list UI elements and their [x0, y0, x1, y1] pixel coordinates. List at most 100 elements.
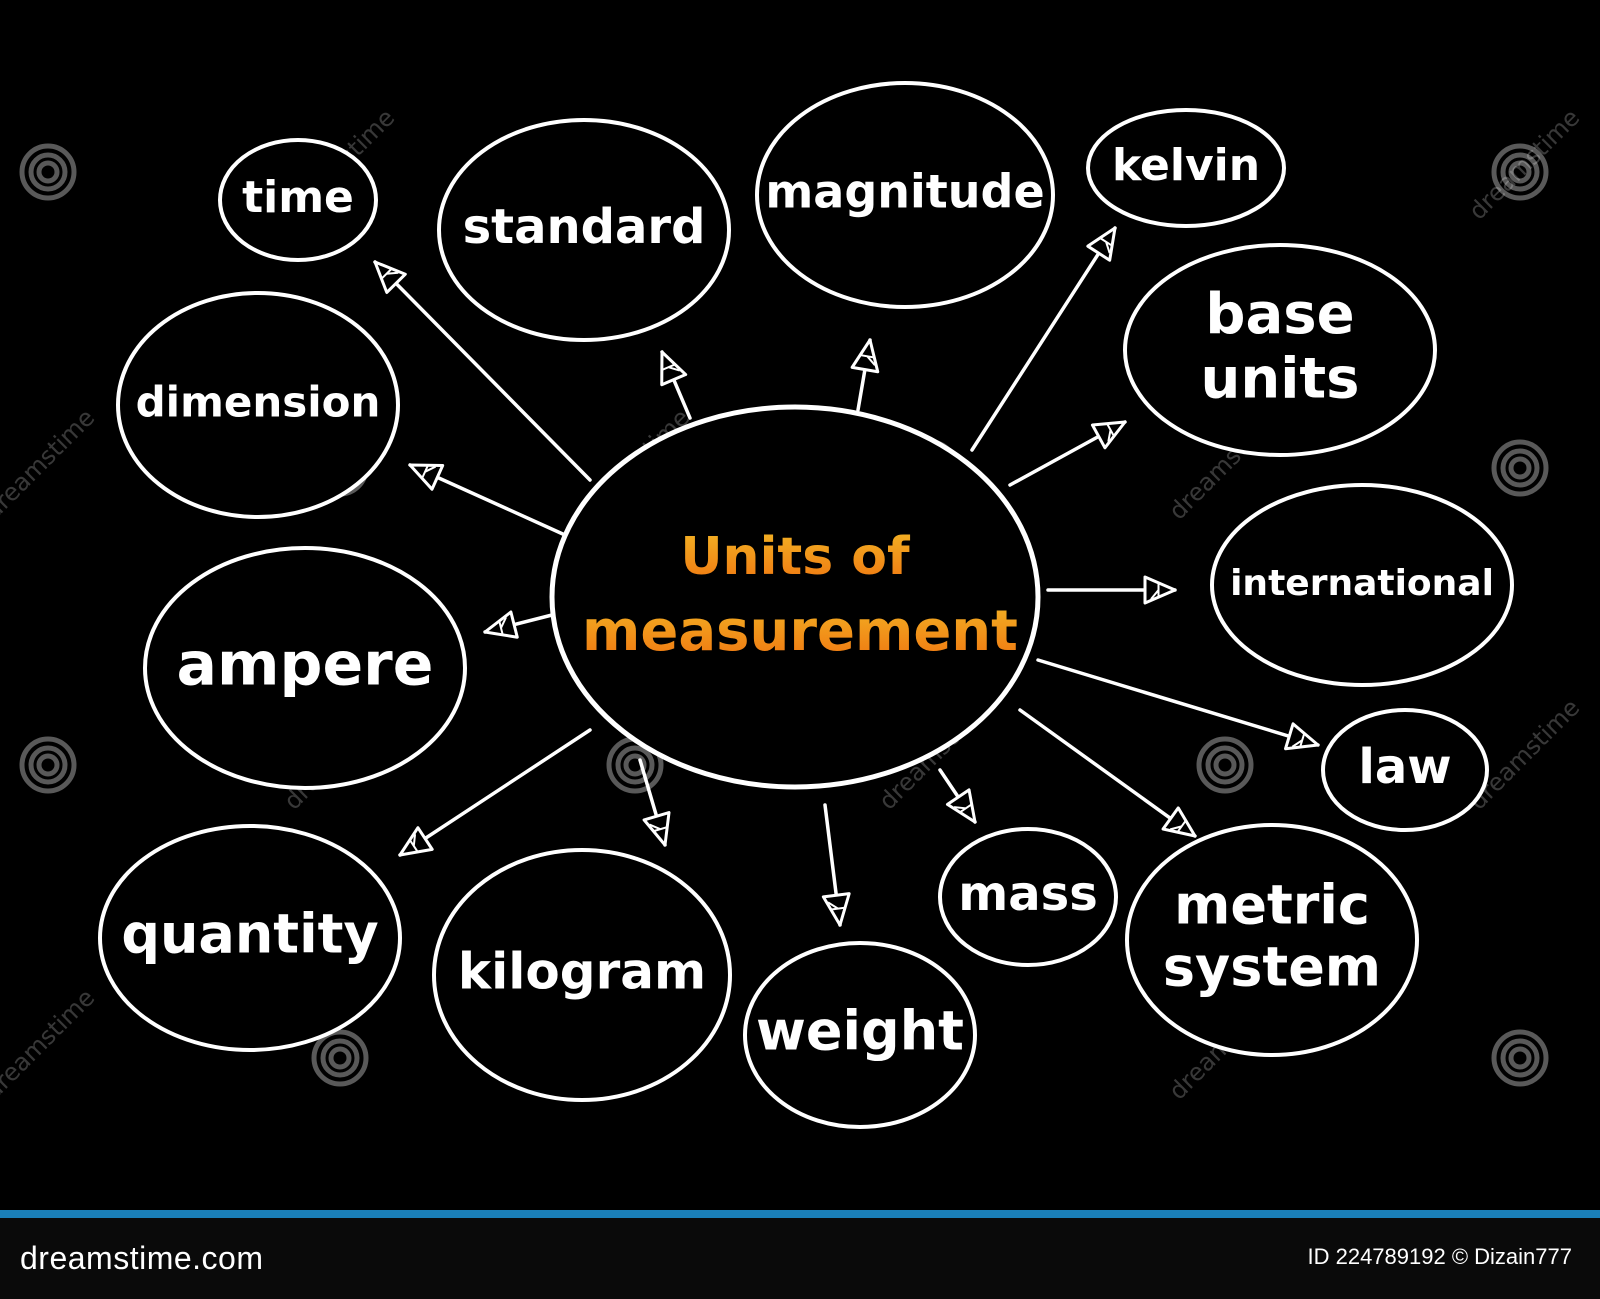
node-base-units-label-1: units: [1200, 346, 1359, 411]
node-kelvin-label-0: kelvin: [1112, 140, 1260, 191]
connector-standard-arrow-hatch: [660, 363, 681, 372]
node-law-ellipse: [1321, 708, 1489, 832]
node-international: international: [1210, 483, 1514, 687]
connector-magnitude: [850, 338, 880, 412]
node-ampere-ellipse: [143, 546, 467, 790]
connector-dimension-arrow-hatch: [420, 464, 437, 480]
footer-brand[interactable]: dreamstime.com: [20, 1240, 264, 1276]
watermark-spiral-icon: [311, 1029, 369, 1087]
connector-international-arrowhead: [1143, 575, 1177, 605]
watermark-spiral-ring: [328, 1046, 352, 1070]
watermark-spiral-ring: [1508, 160, 1532, 184]
watermark-spiral-ring: [1500, 152, 1540, 192]
watermark-spiral-ring: [1491, 439, 1549, 497]
watermark-text: dreamstime: [0, 983, 100, 1105]
node-kilogram-ellipse: [432, 848, 732, 1102]
connector-line-kelvin: [970, 226, 1117, 452]
node-magnitude: magnitude: [755, 81, 1055, 309]
node-mass-label-0: mass: [958, 866, 1098, 922]
center-title-line1: Units of: [680, 527, 911, 587]
node-magnitude-ellipse: [755, 81, 1055, 309]
watermark-spiral-ring: [1508, 1046, 1532, 1070]
watermark-spiral-ring: [615, 745, 655, 785]
node-international-ellipse: [1210, 483, 1514, 687]
connector-magnitude-arrow-hatch: [859, 353, 876, 366]
node-standard: standard: [437, 118, 731, 342]
connector-kelvin: [970, 226, 1117, 452]
watermark-spiral-ring: [28, 152, 68, 192]
node-kilogram-label-0: kilogram: [458, 943, 706, 1001]
watermark-spiral-icon: [1196, 736, 1254, 794]
node-quantity-ellipse: [98, 824, 402, 1052]
connector-weight: [821, 803, 851, 927]
connector-law-arrow-hatch: [1291, 732, 1306, 748]
connector-kelvin-arrowhead: [1086, 226, 1117, 262]
watermark-spiral-ring: [320, 1038, 360, 1078]
connector-metric-system-arrowhead: [1161, 806, 1197, 838]
node-ampere: ampere: [143, 546, 467, 790]
center-ellipse: [549, 404, 1041, 790]
connector-kilogram: [638, 758, 671, 847]
watermark-spiral-ring: [19, 143, 77, 201]
connector-kelvin-arrow-hatch: [1098, 236, 1114, 254]
mind-map-diagram: dreamstimedreamstimedreamstimedreamstime…: [0, 81, 1585, 1129]
watermark-spiral-ring: [1491, 1029, 1549, 1087]
connector-time-arrow-hatch: [380, 267, 399, 280]
connector-time: [373, 260, 592, 482]
watermark-spiral-ring: [1205, 745, 1245, 785]
node-quantity-label-0: quantity: [121, 903, 378, 966]
watermark-text: dreamstime: [1463, 103, 1585, 225]
node-dimension: dimension: [116, 291, 400, 519]
watermark-spiral-ring: [1491, 143, 1549, 201]
connector-line-time: [373, 260, 592, 482]
node-time: time: [218, 138, 378, 262]
node-base-units-ellipse: [1123, 243, 1437, 457]
node-magnitude-label-0: magnitude: [765, 165, 1044, 219]
connector-dimension: [408, 463, 567, 537]
connector-quantity-arrowhead: [398, 826, 434, 857]
node-international-label-0: international: [1230, 563, 1494, 604]
connector-standard: [660, 350, 692, 420]
connector-international-arrow-hatch: [1150, 582, 1160, 600]
watermark-spiral-icon: [19, 143, 77, 201]
watermark-spiral-ring: [36, 753, 60, 777]
watermark-spiral-ring: [623, 753, 647, 777]
node-weight-label-0: weight: [756, 1000, 964, 1063]
center-node: Units of measurement: [549, 404, 1041, 790]
watermark-spiral-ring: [1508, 456, 1532, 480]
node-metric-system-label-1: system: [1163, 936, 1381, 999]
connector-line-quantity: [398, 728, 592, 857]
watermark-spiral-icon: [1491, 143, 1549, 201]
connector-law-arrowhead: [1284, 722, 1320, 751]
connector-ampere-arrow-hatch: [498, 616, 507, 636]
node-time-label-0: time: [242, 172, 354, 223]
connector-base-units-arrow-hatch: [1105, 422, 1116, 442]
footer-bar: dreamstime.com ID 224789192 © Dizain777: [0, 1210, 1600, 1299]
node-quantity: quantity: [98, 824, 402, 1052]
connector-mass-arrowhead: [945, 788, 977, 824]
connector-international: [1046, 575, 1177, 605]
watermark-spiral-ring: [19, 736, 77, 794]
node-law-label-0: law: [1358, 739, 1451, 795]
watermark-spiral-icon: [1491, 439, 1549, 497]
node-dimension-ellipse: [116, 291, 400, 519]
watermark-spiral-ring: [1196, 736, 1254, 794]
connector-base-units: [1008, 420, 1127, 487]
node-kelvin: kelvin: [1086, 108, 1286, 228]
connector-time-arrowhead: [373, 260, 407, 294]
node-metric-system-label-0: metric: [1174, 874, 1370, 937]
watermark-spiral-ring: [311, 1029, 369, 1087]
connector-ampere: [483, 610, 554, 639]
watermark-spiral-icon: [1491, 1029, 1549, 1087]
node-mass-ellipse: [938, 827, 1118, 967]
watermark-spiral-ring: [1213, 753, 1237, 777]
connector-metric-system: [1018, 708, 1197, 838]
watermark-spiral-ring: [28, 745, 68, 785]
connector-mass: [938, 768, 977, 824]
watermark-spiral-ring: [1500, 1038, 1540, 1078]
connector-layer: [373, 226, 1320, 927]
node-mass: mass: [938, 827, 1118, 967]
node-base-units-label-0: base: [1205, 282, 1354, 347]
